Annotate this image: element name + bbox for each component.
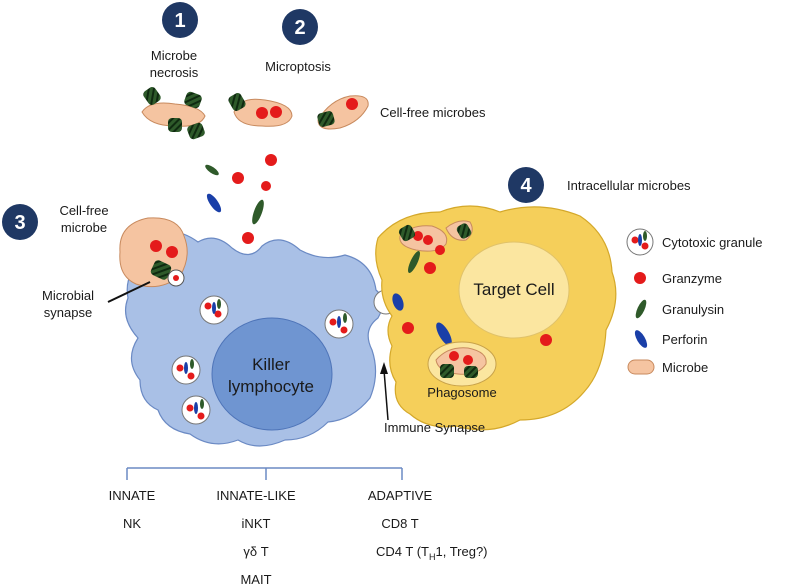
innate-title: INNATE: [109, 488, 156, 503]
legend-cytotoxic-granule-label: Cytotoxic granule: [662, 235, 762, 250]
perforin-pore: [392, 293, 404, 311]
legend-perforin-label: Perforin: [662, 332, 708, 347]
legend-granzyme-label: Granzyme: [662, 271, 722, 286]
svg-text:4: 4: [520, 175, 532, 197]
intracellular-microbe: [398, 224, 448, 252]
legend-cytotoxic-granule-icon: [626, 228, 654, 256]
phagosome: [427, 341, 497, 387]
immune-synapse-label: Immune Synapse: [384, 420, 485, 435]
innate-like-item-gdt: γδ T: [243, 544, 268, 559]
intracellular-microbe: [445, 220, 473, 241]
step-3-badge: 3: [2, 204, 38, 240]
svg-text:1: 1: [174, 10, 185, 32]
granulysin: [408, 251, 420, 273]
adaptive-item-cd8: CD8 T: [381, 516, 418, 531]
legend-granulysin-label: Granulysin: [662, 302, 724, 317]
microptosis-microbe: [228, 93, 293, 127]
legend-granzyme-icon: [634, 272, 646, 284]
classification-bracket: [126, 467, 403, 480]
granzyme: [402, 322, 414, 334]
step-3-label-line1: Cell-free: [59, 203, 108, 218]
released-effectors: [205, 154, 277, 244]
granzyme: [540, 334, 552, 346]
cell-free-microbes-label: Cell-free microbes: [380, 105, 486, 120]
svg-text:2: 2: [294, 17, 305, 39]
step-3-label-line2: microbe: [61, 220, 107, 235]
step-4-badge: 4: [508, 167, 544, 203]
legend: Cytotoxic granule Granzyme Granulysin Pe…: [626, 228, 762, 375]
adaptive-item-cd4: CD4 T (TH1, Treg?): [376, 544, 488, 562]
killer-label-line1: Killer: [252, 355, 290, 374]
microbial-synapse-label-line1: Microbial: [42, 288, 94, 303]
cytotoxic-granule: [199, 295, 229, 325]
cell-free-microbe-top: [317, 95, 369, 130]
necrotic-microbe: [141, 87, 206, 140]
step-1-badge: 1: [162, 2, 198, 38]
step-1-label-line1: Microbe: [151, 48, 197, 63]
legend-microbe-icon: [627, 359, 655, 375]
svg-text:3: 3: [14, 212, 25, 234]
legend-microbe-label: Microbe: [662, 360, 708, 375]
step-1-label-line2: necrosis: [150, 65, 199, 80]
immune-synapse-pointer: [380, 362, 389, 421]
perforin: [436, 322, 452, 346]
granzyme: [435, 245, 445, 255]
innate-like-title: INNATE-LIKE: [216, 488, 296, 503]
innate-like-item-mait: MAIT: [240, 572, 271, 587]
legend-perforin-icon: [634, 330, 648, 348]
target-cell-label: Target Cell: [473, 280, 554, 299]
phagosome-label: Phagosome: [427, 385, 496, 400]
microbial-synapse-label-line2: synapse: [44, 305, 92, 320]
step-2-label: Microptosis: [265, 59, 331, 74]
granzyme: [424, 262, 436, 274]
step-4-label: Intracellular microbes: [567, 178, 691, 193]
innate-item-nk: NK: [123, 516, 141, 531]
target-cell-nucleus: [458, 241, 570, 339]
cytotoxic-granule: [181, 395, 211, 425]
killer-lymphocyte-nucleus: [211, 317, 333, 431]
cytotoxic-granule: [171, 355, 201, 385]
innate-like-item-inkt: iNKT: [242, 516, 271, 531]
step-2-badge: 2: [282, 9, 318, 45]
adaptive-title: ADAPTIVE: [368, 488, 433, 503]
cytotoxic-granule: [324, 309, 354, 339]
killer-label-line2: lymphocyte: [228, 377, 314, 396]
legend-granulysin-icon: [635, 299, 647, 319]
cell-free-microbe-step3: [119, 217, 188, 288]
microbial-synapse-pointer: [107, 281, 151, 303]
